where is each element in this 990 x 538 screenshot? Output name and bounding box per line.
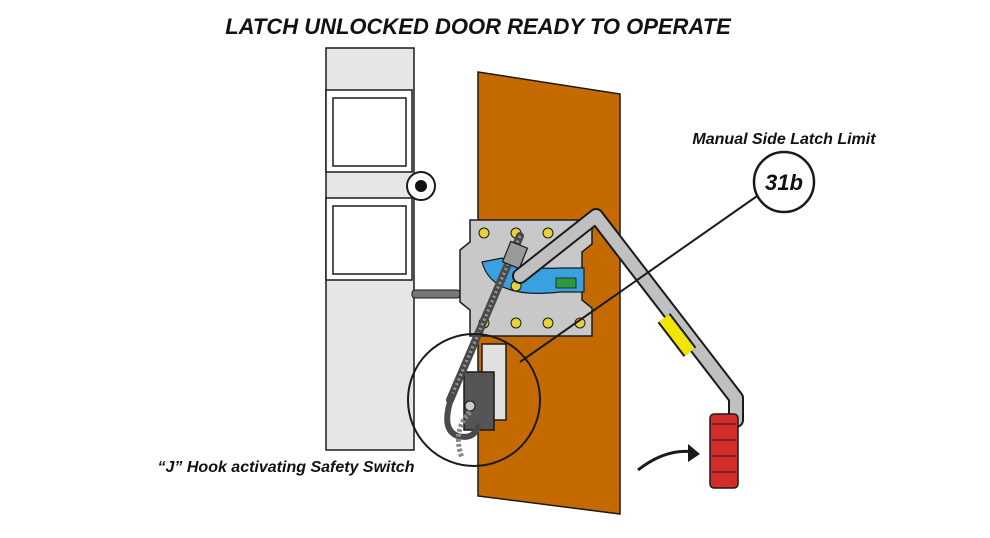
door-stop-bumper bbox=[406, 171, 436, 201]
limit-badge-text: 31b bbox=[765, 170, 803, 195]
lever-grip bbox=[709, 413, 739, 489]
door-frame bbox=[325, 47, 415, 451]
limit-badge: 31b bbox=[752, 150, 816, 214]
limit-label: Manual Side Latch Limit bbox=[692, 131, 876, 148]
safety-switch bbox=[463, 343, 507, 431]
rotation-arrow bbox=[637, 444, 700, 472]
manual-lever bbox=[512, 208, 744, 489]
leader-line-limit bbox=[519, 193, 761, 363]
j-hook-rod bbox=[444, 232, 529, 440]
diagram-title: LATCH UNLOCKED DOOR READY TO OPERATE bbox=[225, 14, 732, 39]
j-hook-label: “J” Hook activating Safety Switch bbox=[158, 459, 415, 476]
latch-pin bbox=[411, 289, 461, 299]
detail-circle bbox=[407, 333, 541, 467]
